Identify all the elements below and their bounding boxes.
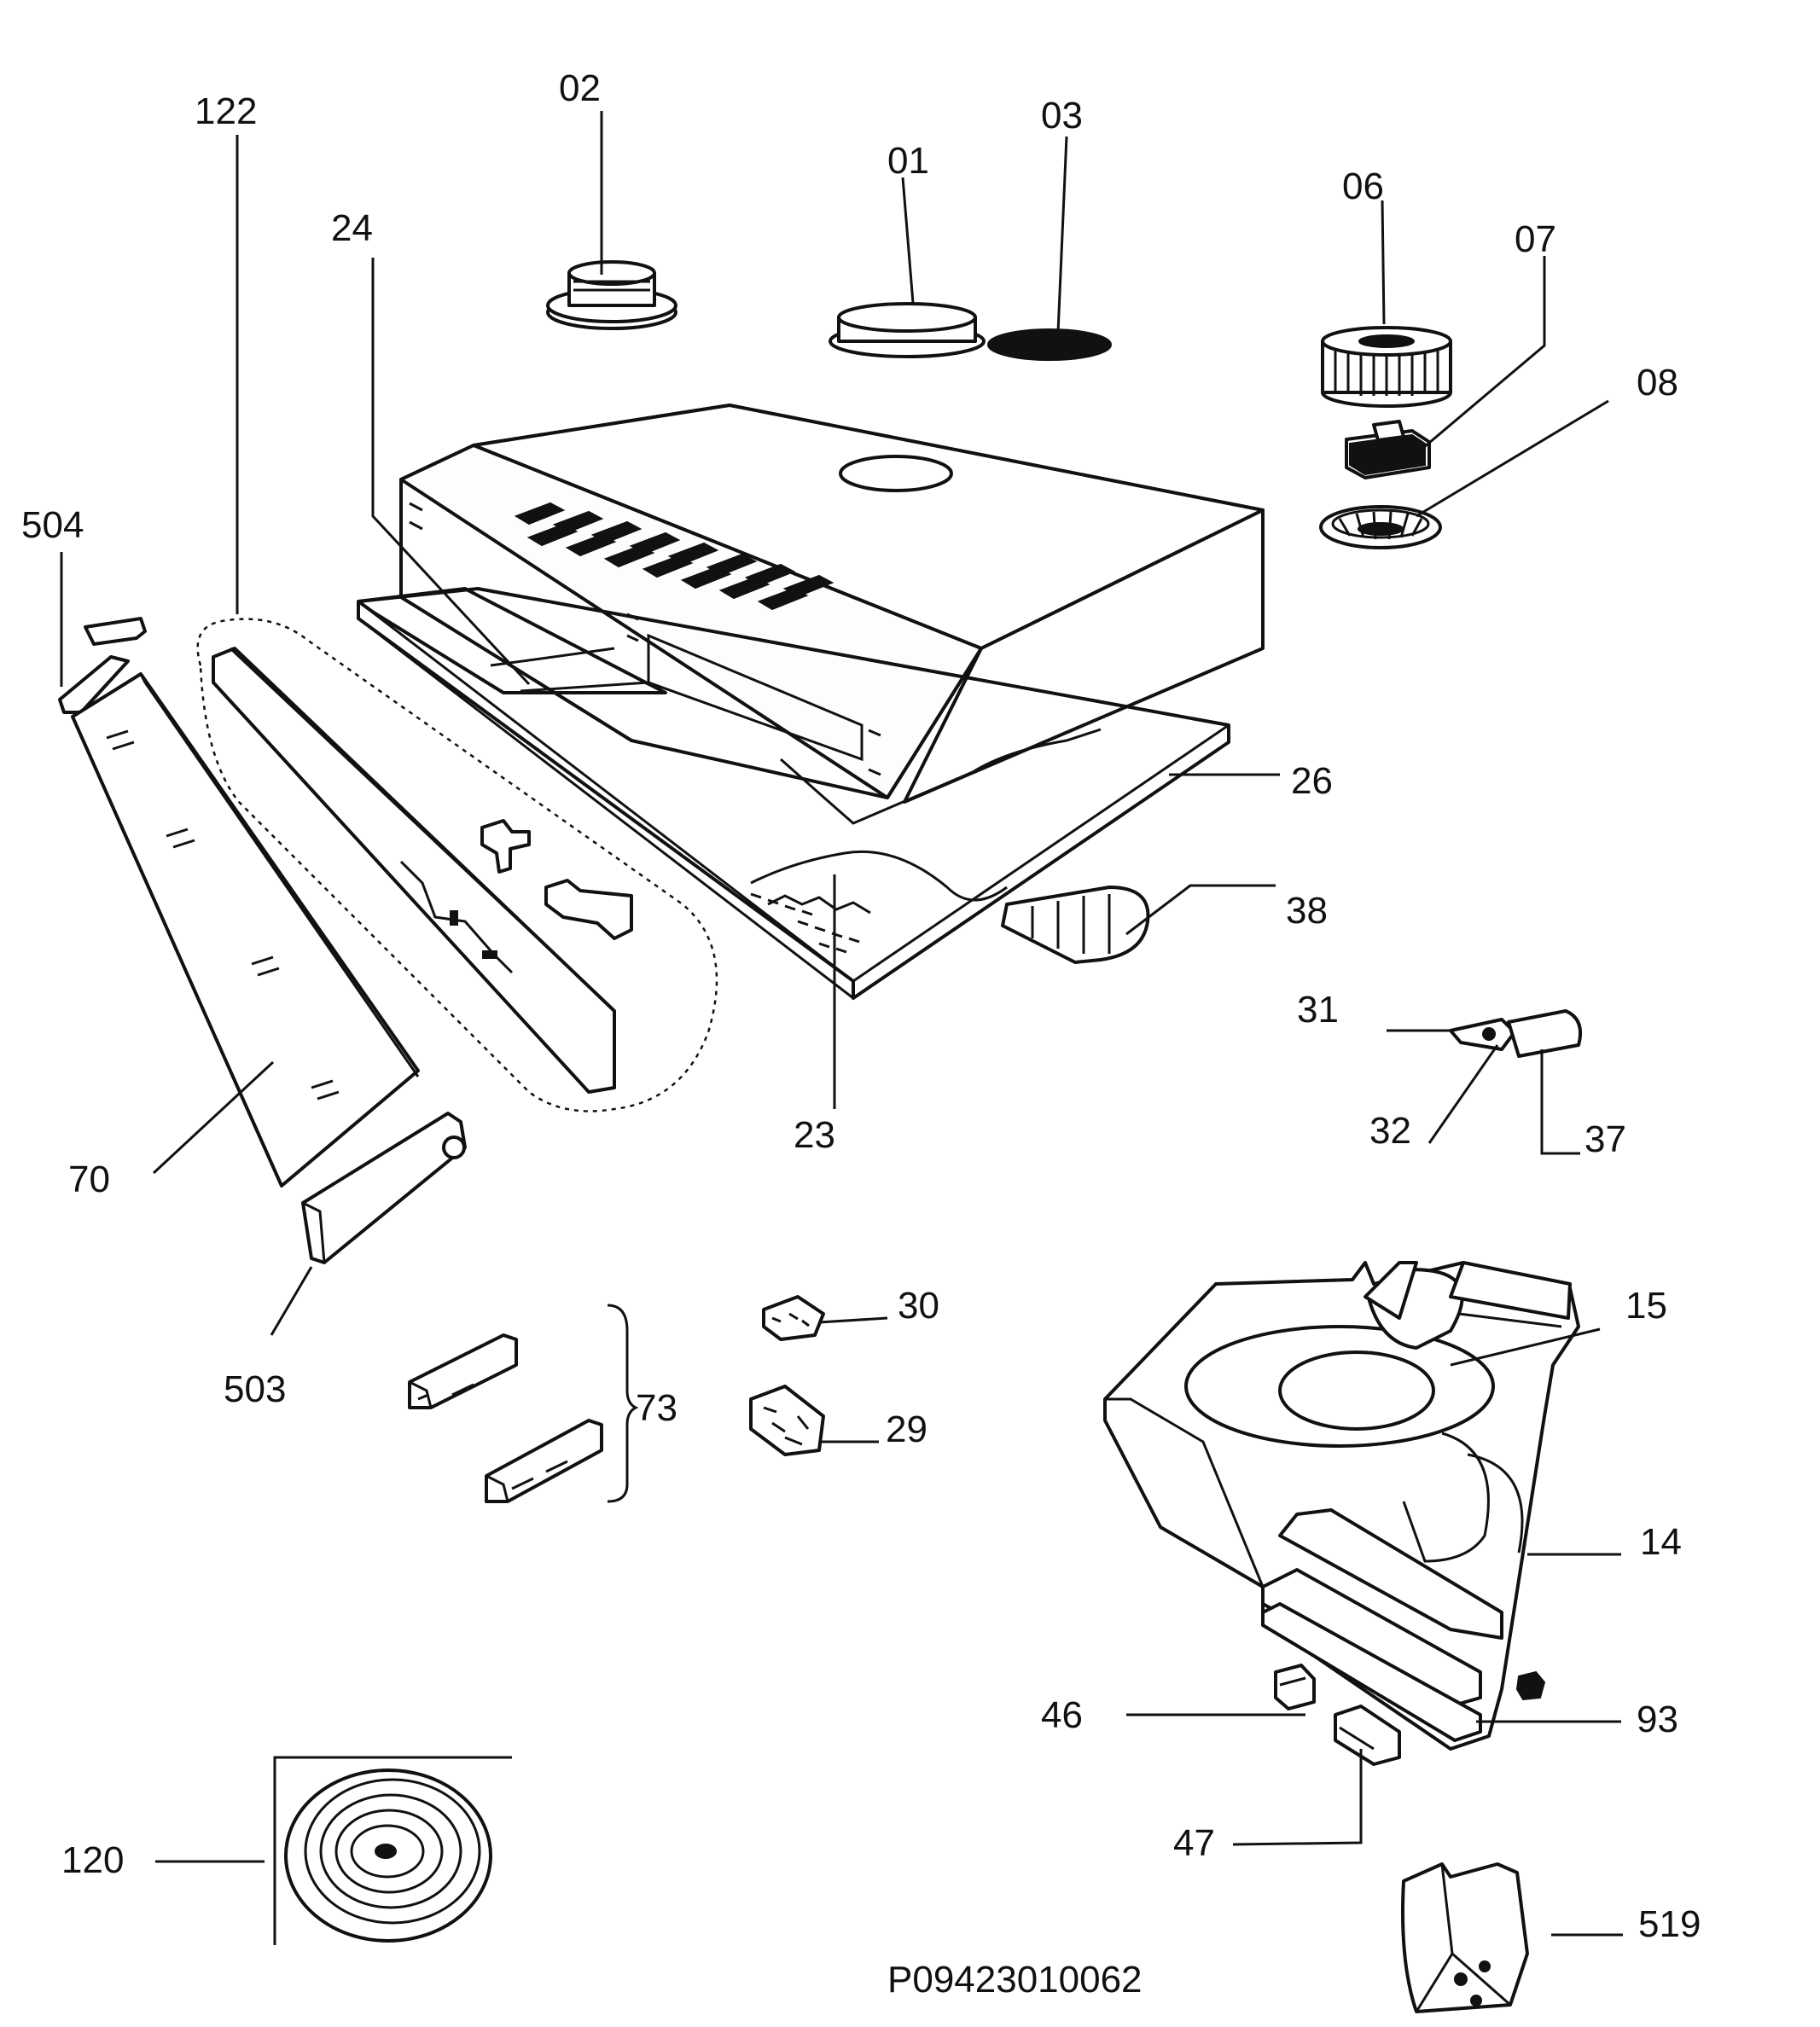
label-93: 93 (1637, 1699, 1678, 1740)
part-47-connector (1334, 1705, 1401, 1766)
vent-slots (514, 502, 834, 611)
label-03: 03 (1041, 95, 1083, 136)
label-32: 32 (1369, 1110, 1411, 1152)
part-73-switches (408, 1304, 639, 1503)
label-70: 70 (68, 1159, 110, 1200)
filter-holes (750, 892, 860, 954)
part-519-screw-bag (1401, 1862, 1529, 2013)
part-46-connector (1274, 1664, 1316, 1710)
label-519: 519 (1638, 1903, 1701, 1945)
label-26: 26 (1291, 760, 1333, 802)
part-31-lamp-holder (1449, 1018, 1516, 1051)
part-70-glass-panel (71, 672, 420, 1188)
part-01-flap-cap (829, 302, 986, 358)
part-503-bottom-clip (301, 1112, 467, 1264)
label-37: 37 (1585, 1118, 1626, 1160)
label-14: 14 (1640, 1521, 1682, 1563)
part-hood-body (399, 404, 1265, 804)
part-122-front-panel (196, 618, 718, 1112)
label-06: 06 (1342, 166, 1384, 207)
label-02: 02 (559, 67, 601, 109)
part-03-seal-disc (987, 328, 1112, 361)
label-46: 46 (1041, 1694, 1083, 1736)
label-15: 15 (1625, 1285, 1667, 1327)
label-07: 07 (1515, 218, 1556, 260)
label-120: 120 (61, 1839, 124, 1881)
label-24: 24 (331, 207, 373, 249)
label-08: 08 (1637, 362, 1678, 404)
part-26-bottom-plate (357, 587, 1230, 1000)
part-37-bulb (1507, 1009, 1583, 1058)
label-122: 122 (195, 90, 257, 132)
label-73: 73 (636, 1387, 677, 1429)
part-14-motor-housing (1103, 1261, 1580, 1751)
label-23: 23 (794, 1114, 835, 1156)
drawing-code: P09423010062 (887, 1959, 1143, 2001)
label-29: 29 (886, 1408, 927, 1450)
label-38: 38 (1286, 890, 1328, 932)
label-47: 47 (1173, 1822, 1215, 1864)
label-01: 01 (887, 140, 929, 182)
part-504-top-clip (58, 617, 147, 714)
part-38-handle-channel (1001, 886, 1150, 964)
part-08-impeller-basket (1319, 505, 1442, 549)
part-93-connector (1515, 1670, 1546, 1701)
part-07-motor-block (1345, 420, 1431, 479)
label-503: 503 (224, 1368, 286, 1410)
leader-lines (60, 111, 1623, 1937)
part-06-motor-ring (1321, 326, 1452, 408)
label-30: 30 (898, 1285, 939, 1327)
label-31: 31 (1297, 989, 1339, 1031)
part-29-switch-plate (749, 1385, 825, 1456)
label-504: 504 (21, 504, 84, 546)
part-labels: 02 01 03 06 07 08 122 24 504 26 38 31 32… (21, 67, 1701, 2001)
part-30-clip (762, 1295, 825, 1341)
part-02-duct-collar (546, 260, 677, 330)
part-120-carbon-filter (273, 1756, 512, 1945)
